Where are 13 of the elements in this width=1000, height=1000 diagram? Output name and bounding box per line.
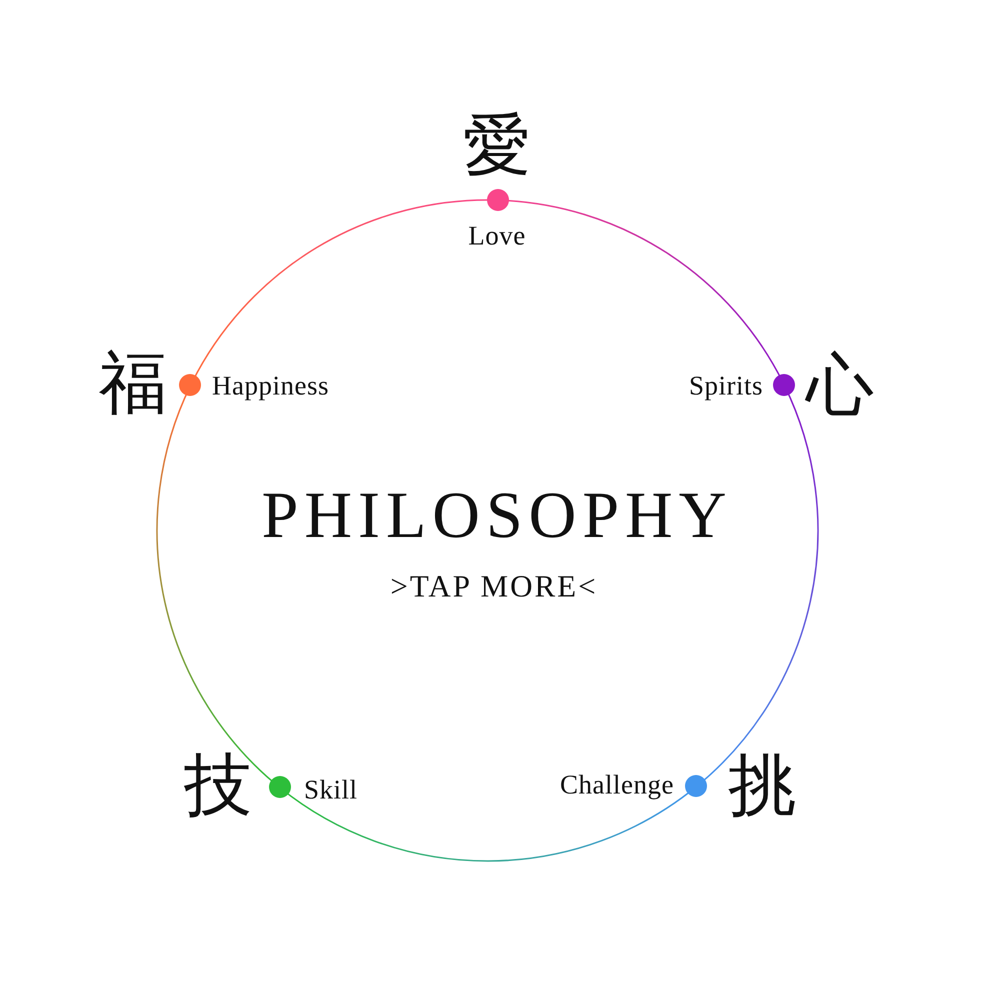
kanji-character: 技: [184, 751, 252, 819]
point-label: Spirits: [688, 372, 763, 400]
subheading-text: >TAP MORE<: [390, 570, 598, 602]
kanji-character: 心: [806, 351, 874, 419]
kanji-character: 愛: [463, 111, 531, 179]
point-label: Challenge: [560, 772, 674, 798]
kanji-character: 挑: [728, 751, 796, 819]
point-label: Skill: [304, 776, 358, 804]
heading-text: PHILOSOPHY: [262, 483, 732, 549]
kanji-character: 福: [99, 349, 167, 417]
dot-marker: [486, 188, 509, 211]
point-label: Love: [468, 222, 526, 250]
point-label: Happiness: [212, 372, 329, 400]
